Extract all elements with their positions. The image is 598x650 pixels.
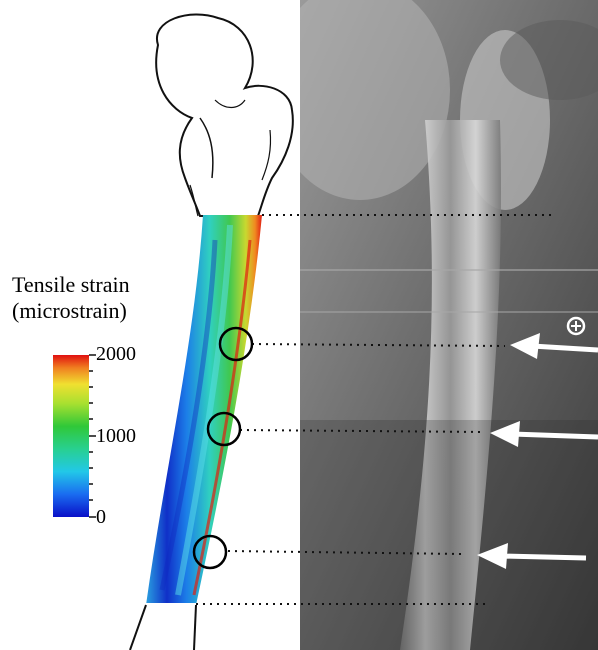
colorbar-min-label: 0 (96, 507, 106, 527)
colorbar-max-label: 2000 (96, 344, 136, 364)
legend-title-line2: (microstrain) (12, 298, 182, 324)
colorbar (53, 355, 96, 517)
femur-drawing (156, 14, 293, 216)
femur-distal-drawing (130, 603, 200, 650)
colorbar-mid-label: 1000 (96, 426, 136, 446)
legend-title-line1: Tensile strain (12, 272, 182, 298)
